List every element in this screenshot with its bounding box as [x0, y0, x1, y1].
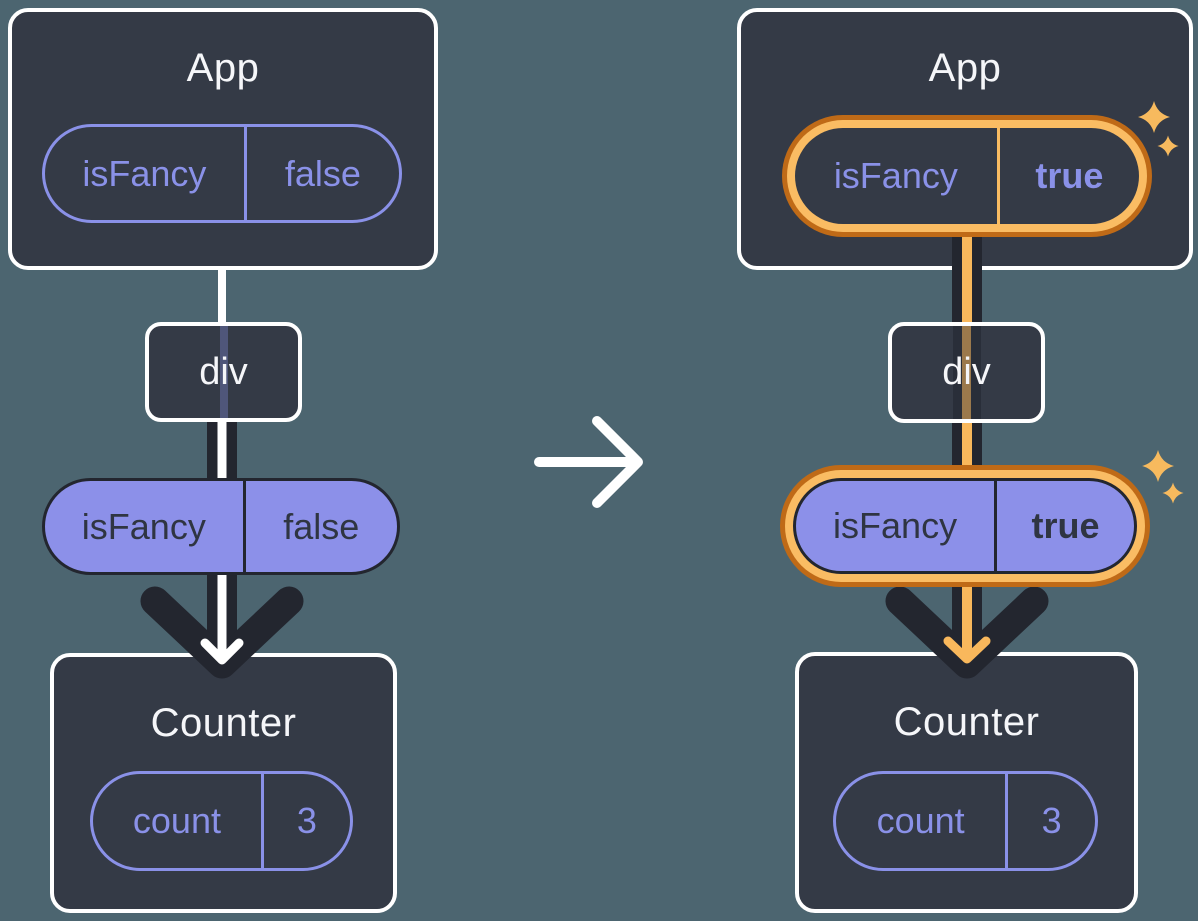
state-value: false — [284, 152, 361, 194]
div-node-after: div — [888, 322, 1045, 423]
sparkle-icon — [1162, 482, 1184, 504]
highlight-ring: isFancy true — [787, 120, 1147, 232]
state-pill-count-before: count 3 — [90, 771, 353, 871]
state-pill-isfancy-after-highlighted: isFancy true — [782, 115, 1152, 237]
state-pill-count-after: count 3 — [833, 771, 1098, 871]
prop-key: isFancy — [45, 481, 246, 572]
div-node-before: div — [145, 322, 302, 422]
sparkle-icon — [1142, 450, 1174, 482]
muted-flow-line — [219, 326, 228, 418]
counter-component-card-after: Counter count 3 — [795, 652, 1138, 913]
state-pill-isfancy-before: isFancy false — [42, 124, 402, 223]
component-title: App — [186, 46, 260, 90]
prop-pill-isfancy-after-highlighted: isFancy true — [780, 465, 1150, 587]
component-title: Counter — [893, 700, 1040, 744]
down-arrow-icon-orange — [885, 237, 1049, 679]
prop-value: true — [1031, 505, 1100, 546]
prop-key: isFancy — [796, 481, 998, 571]
state-key: isFancy — [45, 127, 247, 220]
app-component-card-before: App isFancy false — [8, 8, 438, 270]
state-value: 3 — [296, 800, 317, 841]
state-key: count — [836, 774, 1009, 868]
counter-component-card-before: Counter count 3 — [50, 653, 397, 913]
highlight-ring: isFancy true — [785, 470, 1145, 582]
state-value: true — [1035, 155, 1104, 196]
right-arrow-icon — [534, 416, 643, 508]
component-title: Counter — [150, 701, 297, 745]
component-title: App — [928, 46, 1002, 90]
prop-value: false — [283, 505, 360, 547]
state-key: count — [93, 774, 264, 868]
div-label: div — [942, 351, 991, 393]
state-value: 3 — [1041, 800, 1062, 841]
state-key: isFancy — [795, 128, 1000, 224]
prop-pill-isfancy-before: isFancy false — [42, 478, 400, 575]
div-label: div — [199, 350, 248, 393]
